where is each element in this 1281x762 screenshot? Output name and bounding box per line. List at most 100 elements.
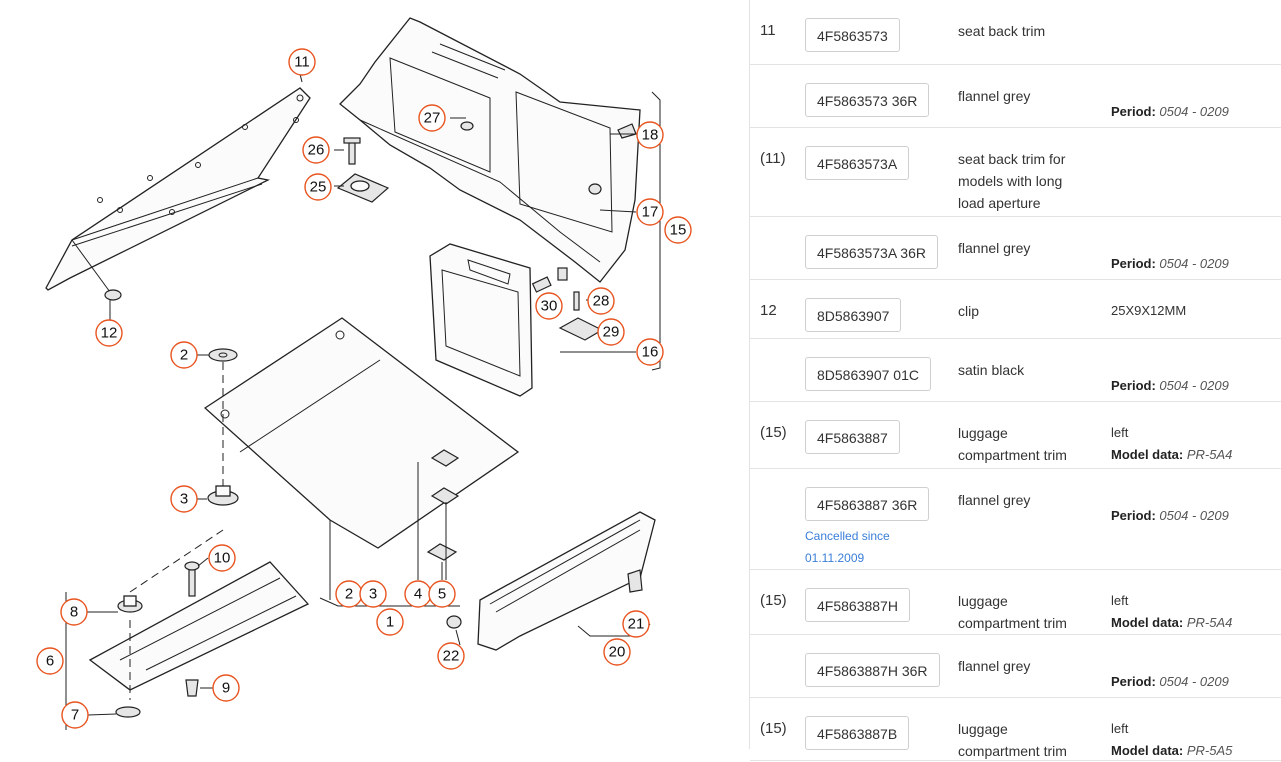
svg-text:30: 30 [541, 298, 558, 315]
part-extra-plain: 25X9X12MM [1111, 303, 1187, 318]
part-extra-plain: left [1111, 593, 1129, 608]
part-number-button[interactable]: 4F5863887 36R [805, 487, 930, 521]
part-description: seat back trim for models with long load… [958, 151, 1066, 211]
part-row: 8D5863907 01C satin black Period: 0504 -… [750, 339, 1281, 402]
callout-18[interactable]: 18 [636, 121, 664, 149]
svg-text:18: 18 [642, 127, 659, 144]
svg-text:5: 5 [438, 586, 446, 603]
svg-text:11: 11 [294, 54, 310, 71]
svg-text:21: 21 [628, 616, 645, 633]
callout-1[interactable]: 1 [376, 608, 404, 636]
callout-29[interactable]: 29 [597, 318, 625, 346]
callout-2[interactable]: 2 [335, 580, 363, 608]
svg-text:1: 1 [386, 614, 394, 631]
part-row: 12 8D5863907 clip 25X9X12MM [750, 280, 1281, 339]
svg-text:2: 2 [180, 347, 188, 364]
part-number-button[interactable]: 4F5863573 [805, 18, 900, 52]
part-extra-label: Period: [1111, 674, 1156, 689]
callout-28[interactable]: 28 [587, 287, 615, 315]
callout-16[interactable]: 16 [636, 338, 664, 366]
callout-10[interactable]: 10 [208, 544, 236, 572]
callout-17[interactable]: 17 [636, 198, 664, 226]
callout-12[interactable]: 12 [95, 319, 123, 347]
callout-22[interactable]: 22 [437, 642, 465, 670]
svg-text:29: 29 [603, 324, 620, 341]
part-position-number: (15) [760, 424, 787, 441]
part-number-button[interactable]: 8D5863907 01C [805, 357, 931, 391]
svg-text:22: 22 [443, 648, 460, 665]
part-row: 4F5863573 36R flannel grey Period: 0504 … [750, 65, 1281, 128]
svg-text:10: 10 [214, 550, 231, 567]
callout-4[interactable]: 4 [404, 580, 432, 608]
svg-text:8: 8 [70, 604, 78, 621]
part-row: (11) 4F5863573A seat back trim for model… [750, 128, 1281, 217]
part-extra-info: Period: 0504 - 0209 [1111, 671, 1229, 693]
part-extra-label: Model data: [1111, 447, 1184, 462]
part-extra-label: Model data: [1111, 743, 1184, 758]
parts-list-panel[interactable]: 11 4F5863573 seat back trim 4F5863573 36… [749, 0, 1281, 761]
part-extra-label: Model data: [1111, 615, 1184, 630]
part-number-button[interactable]: 8D5863907 [805, 298, 902, 332]
callout-26[interactable]: 26 [302, 136, 330, 164]
part-number-button[interactable]: 4F5863887H [805, 588, 910, 622]
part-description: flannel grey [958, 88, 1031, 104]
part-number-button[interactable]: 4F5863887H 36R [805, 653, 940, 687]
callout-20[interactable]: 20 [603, 638, 631, 666]
part-number-button[interactable]: 4F5863573A [805, 146, 910, 180]
part-number-button[interactable]: 4F5863887B [805, 716, 910, 750]
part-extra-labelled: Model data: PR-5A4 [1111, 615, 1232, 630]
spacer-parts-drawing [129, 348, 239, 593]
svg-text:3: 3 [180, 491, 188, 508]
part-extra-value: 0504 - 0209 [1159, 256, 1229, 271]
part-number-button[interactable]: 4F5863573 36R [805, 83, 930, 117]
seat-back-trim-drawing [45, 87, 311, 301]
part-position-number: (15) [760, 720, 787, 737]
part-extra-plain: left [1111, 721, 1129, 736]
lower-bracket-drawing [65, 561, 310, 730]
part-extra-labelled: Period: 0504 - 0209 [1111, 256, 1229, 271]
part-position-number: (15) [760, 592, 787, 609]
callout-27[interactable]: 27 [418, 104, 446, 132]
part-row: (15) 4F5863887H luggage compartment trim… [750, 570, 1281, 635]
callout-9[interactable]: 9 [212, 674, 240, 702]
part-description: seat back trim [958, 23, 1046, 39]
part-extra-info: Period: 0504 - 0209 [1111, 505, 1229, 527]
svg-text:7: 7 [71, 707, 79, 724]
part-extra-value: 0504 - 0209 [1159, 674, 1229, 689]
part-extra-value: PR-5A4 [1186, 447, 1233, 462]
part-number-button[interactable]: 4F5863573A 36R [805, 235, 938, 269]
callout-15[interactable]: 15 [664, 216, 692, 244]
part-extra-info: left Model data: PR-5A4 [1111, 422, 1232, 466]
part-extra-info: left Model data: PR-5A4 [1111, 590, 1232, 634]
callout-11[interactable]: 11 [288, 48, 316, 76]
svg-text:25: 25 [310, 179, 327, 196]
part-number-button[interactable]: 4F5863887 [805, 420, 900, 454]
part-extra-labelled: Period: 0504 - 0209 [1111, 508, 1229, 523]
part-row: (15) 4F5863887 luggage compartment trim … [750, 402, 1281, 469]
part-extra-value: 0504 - 0209 [1159, 508, 1229, 523]
callout-6[interactable]: 6 [36, 647, 64, 675]
callout-3[interactable]: 3 [170, 485, 198, 513]
callout-21[interactable]: 21 [622, 610, 650, 638]
callout-5[interactable]: 5 [428, 580, 456, 608]
part-description: luggage compartment trim [958, 593, 1067, 631]
callout-3[interactable]: 3 [359, 580, 387, 608]
svg-text:16: 16 [642, 344, 659, 361]
callout-30[interactable]: 30 [535, 292, 563, 320]
callout-25[interactable]: 25 [304, 173, 332, 201]
part-description: flannel grey [958, 658, 1031, 674]
part-extra-label: Period: [1111, 256, 1156, 271]
part-row: 4F5863887H 36R flannel grey Period: 0504… [750, 635, 1281, 698]
part-extra-label: Period: [1111, 378, 1156, 393]
callout-2[interactable]: 2 [170, 341, 198, 369]
part-extra-labelled: Period: 0504 - 0209 [1111, 104, 1229, 119]
part-description: flannel grey [958, 240, 1031, 256]
svg-text:9: 9 [222, 680, 230, 697]
svg-text:27: 27 [424, 110, 441, 127]
part-extra-plain: left [1111, 425, 1129, 440]
svg-text:4: 4 [414, 586, 422, 603]
callout-8[interactable]: 8 [60, 598, 88, 626]
callout-7[interactable]: 7 [61, 701, 89, 729]
cancelled-note: Cancelled since 01.11.2009 [805, 529, 890, 565]
